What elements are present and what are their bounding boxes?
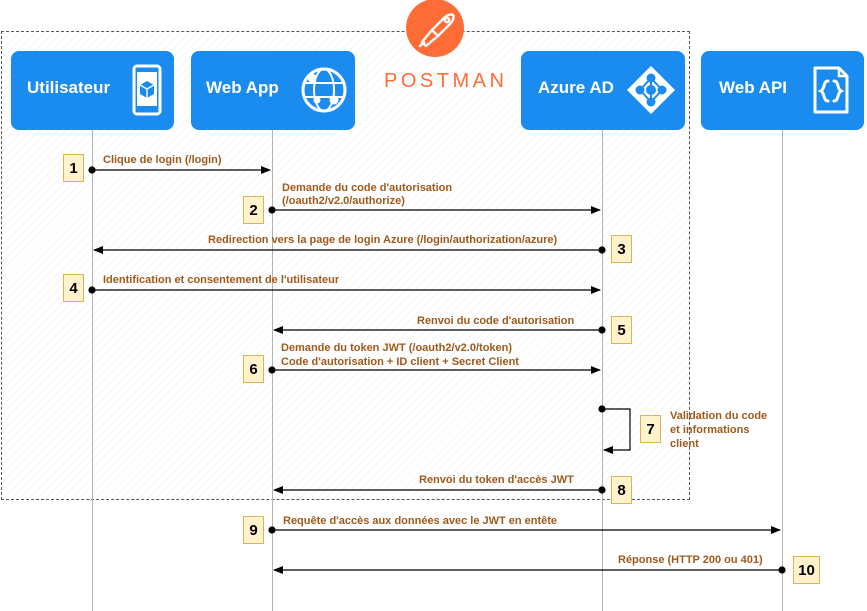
message-label-2-line2: (/oauth2/v2.0/authorize) bbox=[282, 195, 405, 207]
message-label-1: Clique de login (/login) bbox=[103, 154, 222, 166]
message-arrow-10 bbox=[273, 566, 786, 574]
step-badge-10: 10 bbox=[793, 556, 820, 584]
postman-rocket-icon bbox=[406, 0, 464, 57]
lifeline-azure-ad bbox=[602, 130, 603, 611]
message-arrow-6 bbox=[268, 366, 601, 374]
message-label-3: Redirection vers la page de login Azure … bbox=[208, 234, 558, 246]
actor-utilisateur: Utilisateur bbox=[11, 51, 174, 130]
actor-label: Azure AD bbox=[538, 78, 614, 97]
step-badge-3: 3 bbox=[611, 235, 632, 263]
actor-label: Utilisateur bbox=[27, 78, 111, 97]
message-arrow-9 bbox=[268, 526, 781, 534]
message-arrow-1 bbox=[88, 166, 271, 174]
message-label-7-line2: et informations bbox=[670, 424, 750, 436]
message-arrow-2 bbox=[268, 206, 601, 214]
web-app-globe-icon bbox=[301, 67, 347, 113]
step-badge-4: 4 bbox=[63, 274, 84, 302]
step-badge-2: 2 bbox=[243, 196, 264, 224]
actor-web-app: Web App bbox=[191, 51, 355, 130]
postman-logo-text: POSTMAN bbox=[384, 70, 508, 92]
message-label-5: Renvoi du code d'autorisation bbox=[417, 315, 575, 327]
lifeline-web-api bbox=[782, 130, 783, 611]
message-label-7: Validation du code bbox=[670, 410, 768, 422]
message-arrow-5 bbox=[273, 326, 606, 334]
braces-document-icon bbox=[813, 66, 849, 114]
message-label-7-line3: client bbox=[670, 438, 699, 450]
message-label-2: Demande du code d'autorisation bbox=[282, 182, 453, 194]
actor-azure-ad: Azure AD bbox=[521, 51, 685, 130]
step-badge-5: 5 bbox=[611, 316, 632, 344]
message-label-9: Requête d'accès aux données avec le JWT … bbox=[283, 515, 558, 527]
message-label-10: Réponse (HTTP 200 ou 401) bbox=[618, 554, 763, 566]
message-label-8: Renvoi du token d'accès JWT bbox=[419, 474, 574, 486]
actor-web-api: Web API bbox=[701, 51, 864, 130]
actor-label: Web App bbox=[206, 78, 279, 97]
message-arrow-8 bbox=[273, 486, 606, 494]
step-badge-1: 1 bbox=[63, 154, 84, 182]
mobile-box-icon bbox=[132, 64, 162, 116]
message-label-6-line2: Code d'autorisation + ID client + Secret… bbox=[281, 356, 519, 368]
step-badge-8: 8 bbox=[611, 476, 632, 504]
message-arrow-4 bbox=[88, 286, 601, 294]
message-arrow-3 bbox=[93, 246, 606, 254]
azure-ad-diamond-icon bbox=[627, 66, 675, 114]
step-badge-7: 7 bbox=[640, 415, 661, 443]
actor-label: Web API bbox=[719, 78, 788, 97]
message-arrow-7-self bbox=[598, 405, 631, 454]
step-badge-9: 9 bbox=[243, 516, 264, 544]
lifeline-utilisateur bbox=[92, 130, 93, 611]
message-label-6: Demande du token JWT (/oauth2/v2.0/token… bbox=[281, 342, 513, 354]
step-badge-6: 6 bbox=[243, 355, 264, 383]
message-label-4: Identification et consentement de l'util… bbox=[103, 274, 340, 286]
